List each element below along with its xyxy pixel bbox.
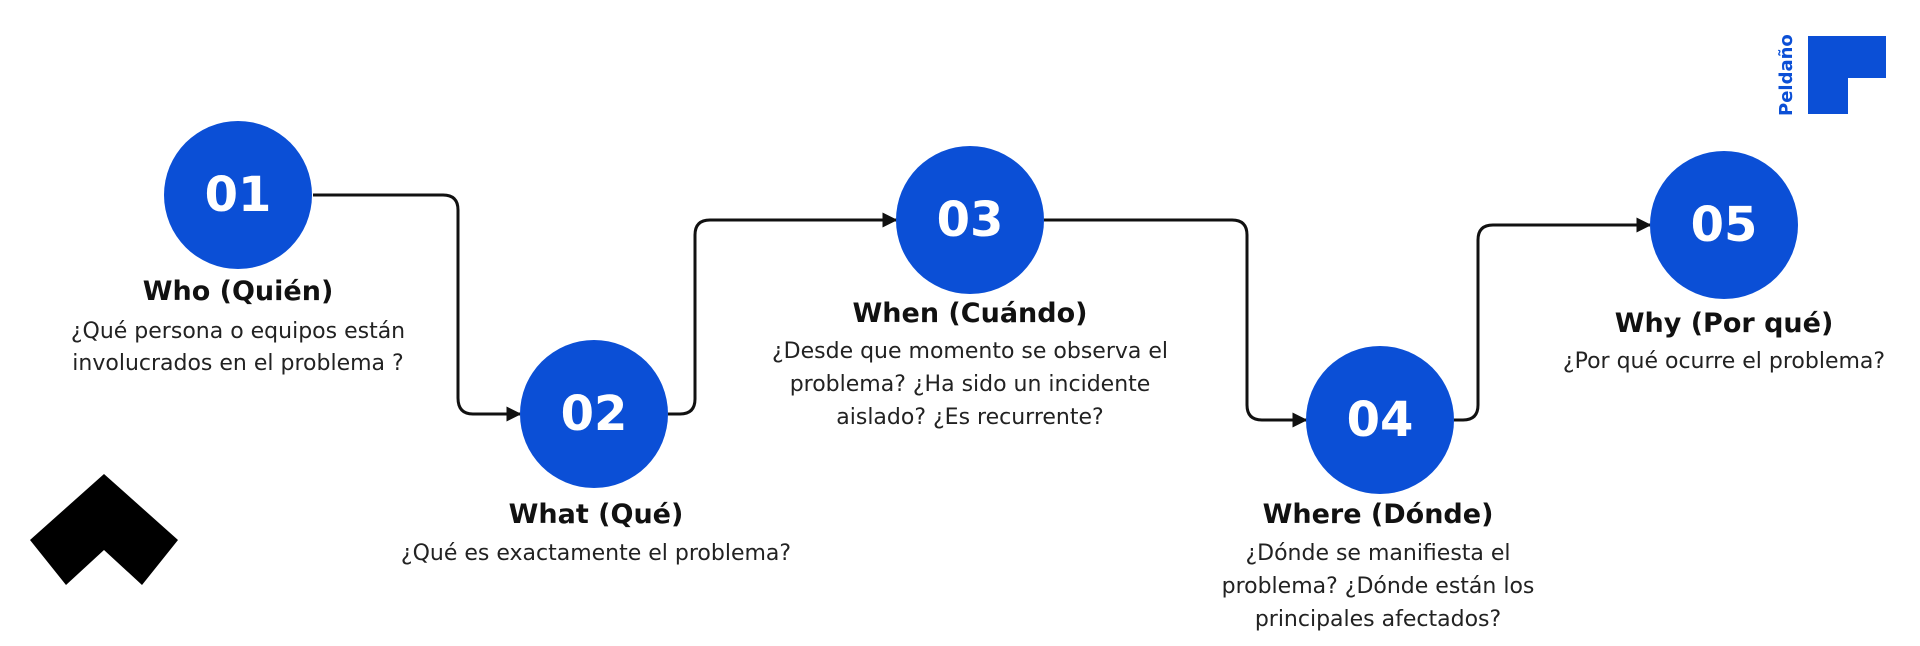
brand-name: Peldaño bbox=[1776, 34, 1797, 116]
step-number: 03 bbox=[937, 192, 1004, 248]
step-circle bbox=[520, 340, 668, 488]
step-title: What (Qué) bbox=[509, 499, 684, 530]
connectors bbox=[313, 193, 1652, 428]
step-description-line: ¿Desde que momento se observa el bbox=[772, 339, 1168, 364]
step-title: Who (Quién) bbox=[143, 276, 334, 307]
step-description-line: ¿Qué persona o equipos están bbox=[71, 319, 405, 344]
step-04: 04 Where (Dónde) ¿Dónde se manifiesta el… bbox=[1222, 346, 1535, 632]
step-02: 02 What (Qué) ¿Qué es exactamente el pro… bbox=[401, 340, 791, 566]
step-description-line: ¿Dónde se manifiesta el bbox=[1245, 541, 1510, 566]
connector-02-03 bbox=[668, 212, 898, 416]
step-description-line: principales afectados? bbox=[1255, 607, 1501, 632]
step-description-line: involucrados en el problema ? bbox=[72, 351, 403, 376]
step-title: When (Cuándo) bbox=[853, 298, 1088, 329]
brand-logo: Peldaño bbox=[1776, 34, 1886, 116]
step-title: Why (Por qué) bbox=[1615, 308, 1834, 339]
step-circle bbox=[1650, 151, 1798, 299]
step-01: 01 Who (Quién) ¿Qué persona o equipos es… bbox=[71, 121, 405, 376]
step-circle bbox=[1306, 346, 1454, 494]
chevron-up-icon bbox=[30, 474, 178, 585]
step-description-line: aislado? ¿Es recurrente? bbox=[836, 405, 1103, 430]
step-05: 05 Why (Por qué) ¿Por qué ocurre el prob… bbox=[1563, 151, 1885, 374]
step-number: 04 bbox=[1347, 392, 1414, 448]
step-03: 03 When (Cuándo) ¿Desde que momento se o… bbox=[772, 146, 1168, 430]
step-description-line: ¿Qué es exactamente el problema? bbox=[401, 541, 791, 566]
connector-04-05 bbox=[1454, 217, 1652, 422]
stair-step-logo-icon bbox=[1808, 36, 1886, 114]
step-description-line: ¿Por qué ocurre el problema? bbox=[1563, 349, 1885, 374]
step-title: Where (Dónde) bbox=[1263, 499, 1494, 530]
step-description-line: problema? ¿Dónde están los bbox=[1222, 574, 1535, 599]
connector-01-02 bbox=[313, 193, 522, 422]
connector-03-04 bbox=[1044, 218, 1308, 428]
step-number: 01 bbox=[205, 167, 272, 223]
step-number: 02 bbox=[561, 386, 628, 442]
step-circle bbox=[896, 146, 1044, 294]
step-number: 05 bbox=[1691, 197, 1758, 253]
step-description-line: problema? ¿Ha sido un incidente bbox=[790, 372, 1151, 397]
step-circle bbox=[164, 121, 312, 269]
